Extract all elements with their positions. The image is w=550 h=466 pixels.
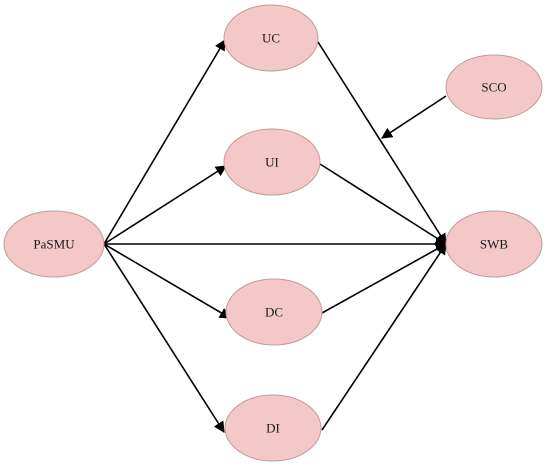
edge-pasmu-uc bbox=[103, 39, 226, 245]
edge-uc-swb bbox=[317, 41, 447, 245]
node-dc-label: DC bbox=[265, 305, 283, 320]
edge-ui-swb bbox=[319, 163, 447, 245]
node-pasmu: PaSMU bbox=[3, 210, 105, 278]
node-swb: SWB bbox=[445, 210, 543, 278]
node-di-shape bbox=[224, 394, 322, 462]
node-sco-shape bbox=[445, 54, 543, 120]
node-di: DI bbox=[224, 394, 322, 462]
node-di-label: DI bbox=[266, 421, 280, 436]
node-pasmu-shape bbox=[3, 210, 105, 278]
edge-pasmu-ui bbox=[103, 165, 227, 245]
edge-sco-moderation bbox=[381, 95, 447, 139]
node-sco-label: SCO bbox=[481, 80, 506, 95]
node-swb-label: SWB bbox=[480, 237, 509, 252]
node-uc-label: UC bbox=[262, 31, 280, 46]
edge-di-swb bbox=[321, 243, 447, 431]
edge-pasmu-dc bbox=[103, 243, 231, 319]
node-sco: SCO bbox=[445, 54, 543, 120]
edge-dc-swb bbox=[321, 243, 447, 314]
edge-pasmu-di bbox=[103, 243, 225, 433]
node-ui: UI bbox=[223, 128, 321, 196]
node-ui-shape bbox=[223, 128, 321, 196]
node-dc-shape bbox=[225, 278, 323, 346]
node-dc: DC bbox=[225, 278, 323, 346]
node-pasmu-label: PaSMU bbox=[33, 237, 75, 252]
edges bbox=[103, 39, 448, 433]
node-ui-label: UI bbox=[265, 155, 279, 170]
node-uc-shape bbox=[223, 4, 319, 72]
node-swb-shape bbox=[445, 210, 543, 278]
node-uc: UC bbox=[223, 4, 319, 72]
